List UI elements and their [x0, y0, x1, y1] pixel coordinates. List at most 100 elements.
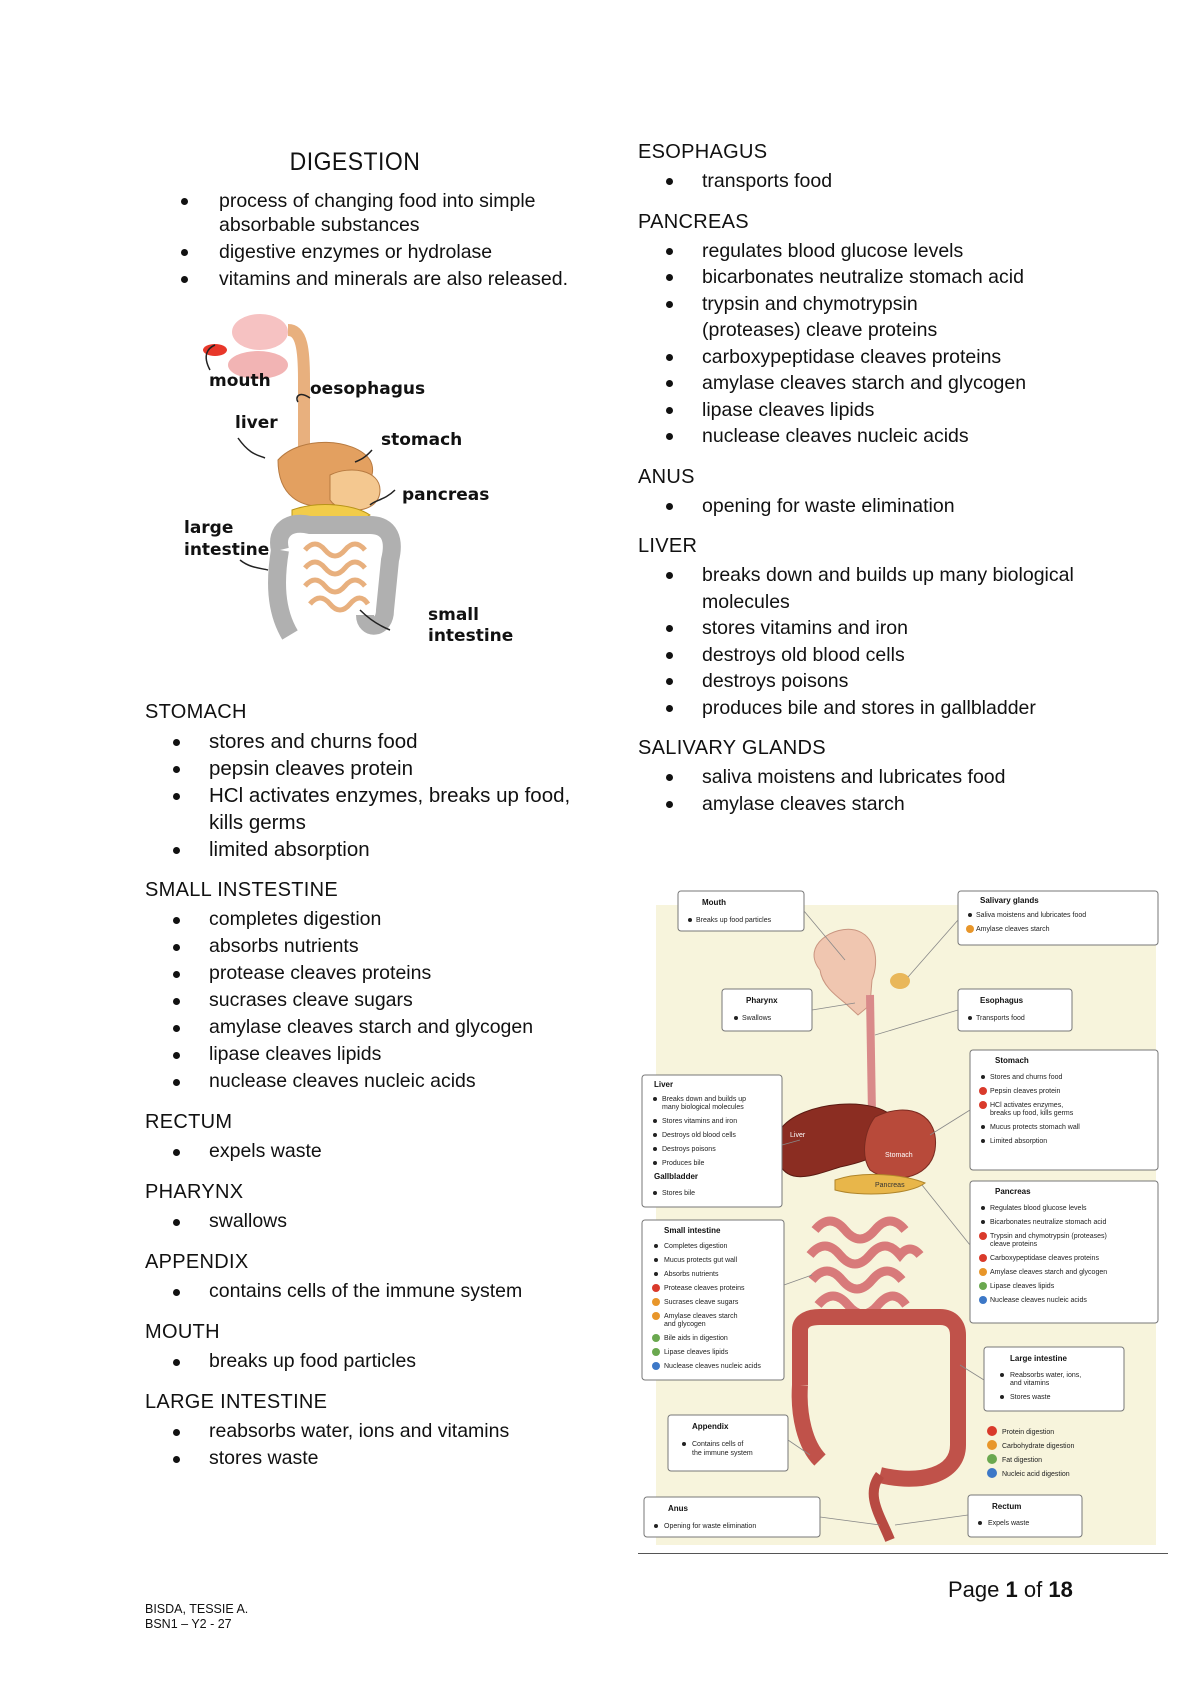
label-oesophagus: oesophagus	[310, 379, 425, 399]
head-shape	[813, 928, 877, 1016]
box-item: the immune system	[692, 1450, 753, 1457]
callout-mouth: Mouth Breaks up food particles	[677, 890, 805, 932]
box-item: Expels waste	[988, 1520, 1029, 1527]
box-item: Lipase cleaves lipids	[664, 1349, 729, 1356]
section-heading: ANUS	[638, 465, 695, 488]
section-heading: ESOPHAGUS	[638, 141, 768, 163]
callout-stomach: Stomach Stores and churns food Pepsin cl…	[969, 1049, 1159, 1171]
callout-pancreas: Pancreas Regulates blood glucose levels …	[969, 1180, 1159, 1324]
section-heading: APPENDIX	[145, 1251, 249, 1273]
box-title: Large intestine	[1010, 1354, 1067, 1363]
box-item: Breaks up food particles	[696, 917, 772, 924]
callout-large-intestine: Large intestine Reabsorbs water, ions, a…	[983, 1346, 1125, 1412]
section-heading: RECTUM	[145, 1111, 233, 1133]
list-item: swallows	[173, 1208, 600, 1235]
author-class: BSN1 – Y2 - 27	[145, 1617, 232, 1631]
section-heading: PHARYNX	[145, 1181, 244, 1203]
label-pancreas: pancreas	[402, 485, 489, 505]
list-item: breaks down and builds up many biologica…	[666, 562, 1082, 615]
salivary-gland-shape	[890, 973, 910, 989]
box-item: Mucus protects stomach wall	[990, 1124, 1080, 1131]
legend-label: Protein digestion	[1002, 1429, 1054, 1436]
list-item: completes digestion	[173, 906, 600, 933]
detailed-digestion-figure: Liver Stomach Pancreas Mouth Breaks up f…	[641, 890, 1159, 1545]
list-item: opening for waste elimination	[666, 493, 1178, 520]
organ-label-liver: Liver	[790, 1132, 806, 1139]
intro-list: process of changing food into simple abs…	[145, 189, 600, 291]
box-item: Trypsin and chymotrypsin (proteases)	[990, 1233, 1107, 1240]
tongue-shape	[203, 344, 227, 356]
box-item: Limited absorption	[990, 1138, 1047, 1145]
list-item: destroys old blood cells	[666, 642, 1178, 669]
box-item: Stores vitamins and iron	[662, 1118, 737, 1125]
box-title: Pharynx	[746, 996, 778, 1005]
callout-small-intestine: Small intestine Completes digestion Mucu…	[641, 1219, 785, 1381]
list-item: pepsin cleaves protein	[173, 755, 600, 782]
section-heading: SMALL INSTESTINE	[145, 879, 338, 901]
figure-legend: Protein digestion Carbohydrate digestion…	[987, 1426, 1074, 1478]
list-item: nuclease cleaves nucleic acids	[666, 423, 1178, 450]
callout-esophagus: Esophagus Transports food	[957, 988, 1073, 1032]
box-item: Produces bile	[662, 1160, 705, 1167]
box-title: Salivary glands	[980, 896, 1039, 905]
mouth-shape	[228, 351, 288, 379]
box-subtitle: Gallbladder	[654, 1172, 698, 1181]
section-stomach: STOMACH stores and churns food pepsin cl…	[145, 700, 600, 863]
list-item: process of changing food into simple abs…	[181, 189, 600, 237]
list-item: contains cells of the immune system	[173, 1278, 600, 1305]
box-item: Stores and churns food	[990, 1074, 1062, 1081]
label-large: large	[184, 518, 233, 538]
section-heading: SALIVARY GLANDS	[638, 737, 826, 759]
box-item: Nuclease cleaves nucleic acids	[664, 1363, 761, 1370]
digestive-system-diagram: mouth oesophagus liver stomach pancreas …	[184, 314, 513, 646]
large-intestine-shape	[792, 1309, 966, 1487]
list-item: amylase cleaves starch	[666, 791, 1178, 818]
box-item: Destroys poisons	[662, 1146, 716, 1153]
label-mouth: mouth	[209, 371, 271, 391]
list-item: saliva moistens and lubricates food	[666, 764, 1178, 791]
box-item: Saliva moistens and lubricates food	[976, 912, 1086, 919]
box-item: breaks up food, kills germs	[990, 1110, 1074, 1117]
box-item: Mucus protects gut wall	[664, 1257, 738, 1264]
box-item: many biological molecules	[662, 1104, 744, 1111]
document-title: DIGESTION	[289, 148, 421, 176]
author-name: BISDA, TESSIE A.	[145, 1602, 249, 1616]
list-item: reabsorbs water, ions and vitamins	[173, 1418, 600, 1445]
box-item: Swallows	[742, 1015, 772, 1022]
box-title: Stomach	[995, 1056, 1029, 1065]
box-item: Amylase cleaves starch and glycogen	[990, 1269, 1107, 1276]
box-item: Destroys old blood cells	[662, 1132, 736, 1139]
esophagus-shape	[866, 994, 876, 1116]
left-column: DIGESTION process of changing food into …	[145, 140, 600, 294]
box-title: Anus	[668, 1504, 689, 1513]
left-sections: STOMACH stores and churns food pepsin cl…	[145, 700, 600, 1487]
box-item: Opening for waste elimination	[664, 1523, 756, 1530]
section-pharynx: PHARYNX swallows	[145, 1180, 600, 1235]
list-item: HCl activates enzymes, breaks up food, k…	[173, 782, 600, 836]
stomach-shape	[329, 469, 381, 511]
callout-appendix: Appendix Contains cells of the immune sy…	[667, 1414, 789, 1472]
label-small: small	[428, 605, 479, 625]
large-intestine-shape	[270, 514, 401, 635]
author-block: BISDA, TESSIE A. BSN1 – Y2 - 27	[145, 1602, 248, 1632]
section-salivary-glands: SALIVARY GLANDS saliva moistens and lubr…	[638, 736, 1178, 817]
box-item: Nuclease cleaves nucleic acids	[990, 1297, 1087, 1304]
box-item: Regulates blood glucose levels	[990, 1205, 1087, 1212]
box-item: and vitamins	[1010, 1380, 1050, 1387]
section-mouth: MOUTH breaks up food particles	[145, 1320, 600, 1375]
esophagus-shape	[287, 324, 310, 460]
section-heading: MOUTH	[145, 1321, 220, 1343]
list-item: protease cleaves proteins	[173, 960, 600, 987]
nasal-shape	[232, 314, 288, 350]
section-esophagus: ESOPHAGUS transports food	[638, 140, 1178, 195]
list-item: amylase cleaves starch and glycogen	[173, 1014, 600, 1041]
section-small-intestine: SMALL INSTESTINE completes digestion abs…	[145, 878, 600, 1095]
section-heading: STOMACH	[145, 701, 247, 723]
list-item: limited absorption	[173, 836, 600, 863]
list-item: bicarbonates neutralize stomach acid	[666, 264, 1178, 291]
list-item: regulates blood glucose levels	[666, 238, 1178, 265]
label-stomach: stomach	[381, 430, 462, 450]
stomach-shape	[864, 1109, 937, 1179]
callout-anus: Anus Opening for waste elimination	[643, 1496, 821, 1538]
